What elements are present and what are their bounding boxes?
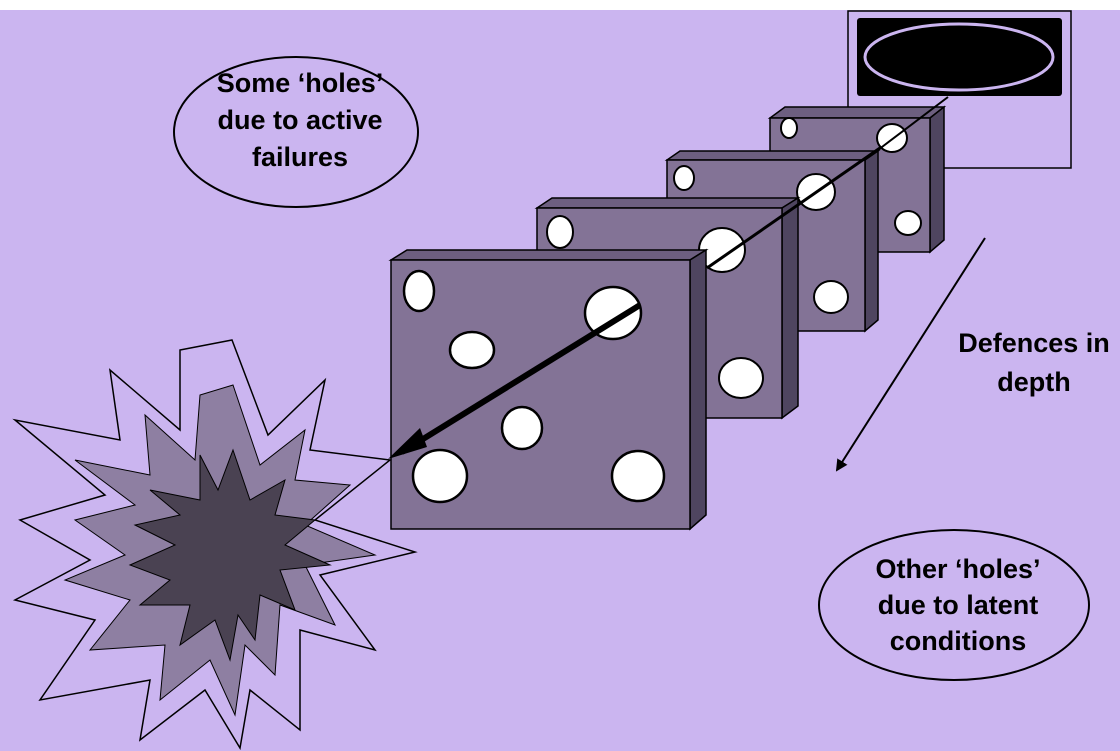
hole (781, 118, 797, 138)
active-failures-line-3: failures (252, 142, 348, 172)
hole (674, 166, 694, 190)
hole (450, 332, 494, 368)
active-failures-line-2: due to active (217, 105, 382, 135)
hole (502, 407, 542, 449)
latent-conditions-callout: Other ‘holes’ due to latent conditions (819, 530, 1089, 680)
hole (814, 281, 848, 313)
latent-conditions-line-3: conditions (890, 626, 1027, 656)
hole (413, 450, 467, 502)
hole (719, 358, 763, 398)
active-failures-callout: Some ‘holes’ due to active failures (174, 57, 418, 207)
hole (547, 216, 573, 248)
defences-line-1: Defences in (958, 328, 1110, 358)
defence-layer-1 (391, 250, 706, 529)
active-failures-line-1: Some ‘holes’ (217, 68, 384, 98)
hole (612, 451, 664, 501)
latent-conditions-line-1: Other ‘holes’ (875, 554, 1040, 584)
hole (404, 271, 434, 311)
defences-line-2: depth (997, 367, 1071, 397)
latent-conditions-line-2: due to latent (878, 590, 1039, 620)
hole (895, 211, 921, 235)
danger-label: DANGER (881, 37, 1037, 78)
